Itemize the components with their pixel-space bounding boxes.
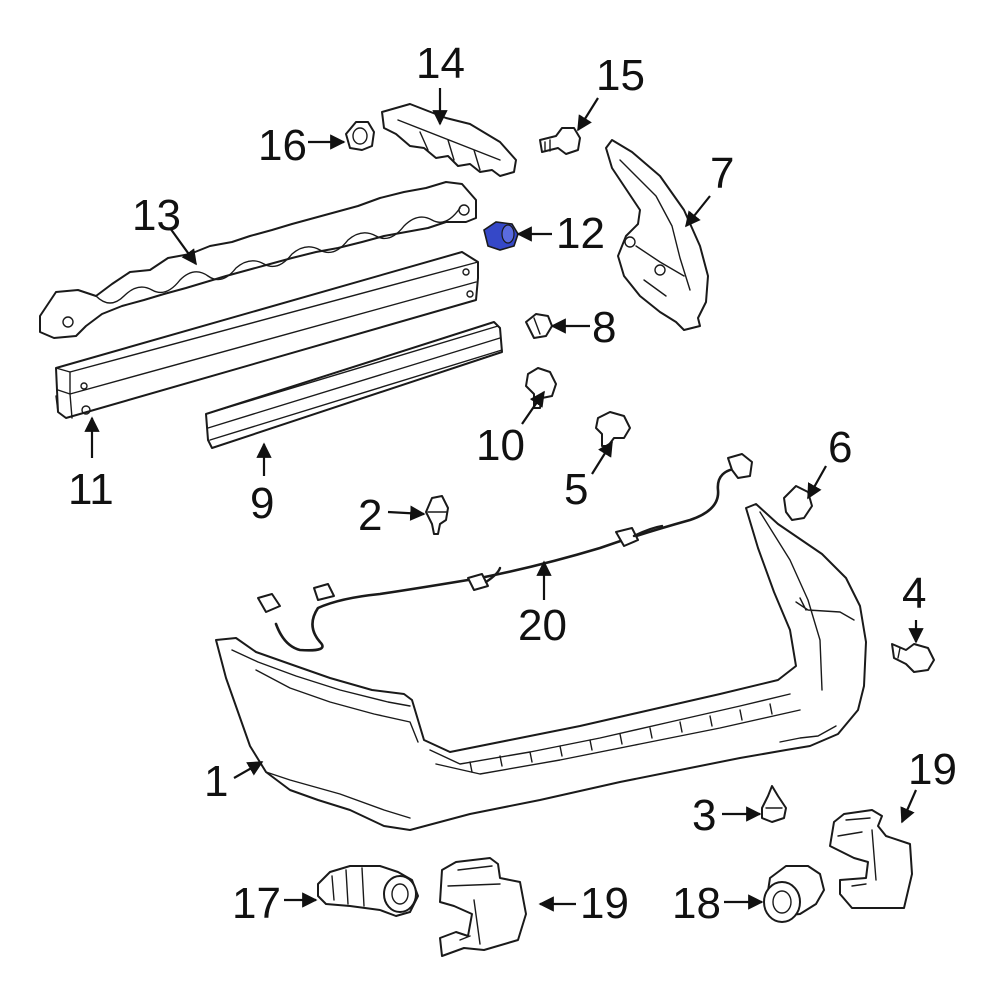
callout-labels: 1 2 3 4 5 6 7 8 9 10 11 12 13 14 15 16 1… [68,39,957,928]
callout-8: 8 [592,303,616,352]
callout-17: 17 [232,879,281,928]
part-10-push-clip[interactable] [525,367,557,409]
leader-lines [84,88,924,912]
part-12-highlighted-clip[interactable] [483,221,519,251]
callout-12: 12 [556,209,605,258]
callout-9: 9 [250,479,274,528]
part-8-nut[interactable] [525,313,553,339]
part-6-retainer[interactable] [783,485,813,521]
callout-15: 15 [596,51,645,100]
part-15-bolt[interactable] [539,127,581,155]
callout-18: 18 [672,879,721,928]
callout-1: 1 [204,757,228,806]
callout-5: 5 [564,465,588,514]
callout-19-center: 19 [580,879,629,928]
callout-11: 11 [68,465,114,514]
callout-19-right: 19 [908,745,957,794]
part-1-bumper-cover[interactable] [215,503,867,831]
part-5-bolt[interactable] [595,411,631,447]
part-17-sensor[interactable] [317,865,419,917]
callout-6: 6 [828,423,852,472]
callout-10: 10 [476,421,525,470]
part-9-lower-reinforcement[interactable] [205,321,503,449]
part-2-clip[interactable] [425,495,449,535]
part-7-side-bracket[interactable] [605,139,709,331]
callout-3: 3 [692,791,716,840]
callout-14: 14 [416,39,465,88]
callout-16: 16 [258,121,307,170]
callout-13: 13 [132,191,181,240]
part-4-bolt[interactable] [891,643,935,673]
part-18-sensor[interactable] [763,865,825,923]
part-14-bracket[interactable] [381,103,517,177]
part-19-sensor-bracket-center[interactable] [439,857,527,957]
callout-2: 2 [358,491,382,540]
callout-7: 7 [710,149,734,198]
callout-20: 20 [518,601,567,650]
part-3-clip[interactable] [761,785,787,823]
callout-4: 4 [902,569,926,618]
part-16-nut[interactable] [345,121,375,151]
part-20-wiring-harness[interactable] [257,453,753,652]
part-11-reinforcement-beam[interactable] [55,251,479,419]
part-19-sensor-bracket-right[interactable] [829,809,913,909]
